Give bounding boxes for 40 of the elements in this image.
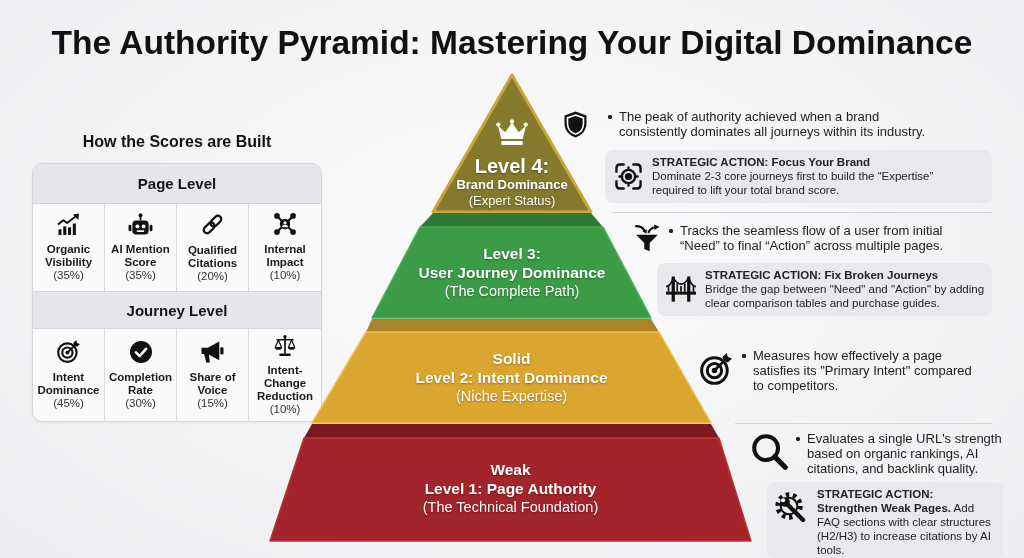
- metric-weight: (20%): [197, 269, 228, 283]
- metric-name: Internal Impact: [263, 243, 307, 269]
- metric-weight: (10%): [269, 402, 301, 416]
- metric-weight: (35%): [53, 269, 84, 282]
- metric-name: Intent-Change Reduction: [255, 363, 315, 403]
- metric-name: Share of Voice: [188, 370, 237, 397]
- page-title: The Authority Pyramid: Mastering Your Digital Dominance: [51, 24, 973, 62]
- level-title: Level 3:: [483, 244, 541, 263]
- metric-weight: (15%): [197, 396, 228, 410]
- level-subtitle: (Niche Expertise): [455, 387, 568, 406]
- metric-weight: (45%): [53, 397, 84, 410]
- action-card: [657, 263, 992, 316]
- level-subtitle: (The Technical Foundation): [422, 498, 599, 517]
- action-text: STRATEGIC ACTION: Strengthen Weak Pages. Add FAQ sections with clear structures (H2/H3) to increase citations by AI tools.: [817, 487, 992, 557]
- metric-weight: (30%): [125, 396, 156, 410]
- action-heading: STRATEGIC ACTION: Fix Broken Journeys: [705, 268, 940, 282]
- strength-rating: Solid: [492, 349, 531, 368]
- level-title: Level 4:: [474, 155, 550, 177]
- action-text: Bridge the gap between "Need" and "Action" by adding clear comparison tables and purchase guides.: [705, 282, 986, 310]
- metric-weight: (35%): [125, 269, 156, 282]
- level-subtitle: (Expert Status): [468, 193, 556, 208]
- level-subtitle: (The Complete Path): [444, 282, 580, 301]
- metric-weight: (10%): [269, 269, 301, 282]
- metric-name: Qualified Citations: [186, 243, 239, 270]
- action-heading: STRATEGIC ACTION: Focus Your Brand: [652, 155, 872, 169]
- section-header: Journey Level: [33, 291, 321, 329]
- section-heading: How the Scores are Built: [82, 132, 272, 152]
- level-title: Level 1: Page Authority: [424, 479, 597, 498]
- section-header: Page Level: [33, 164, 321, 204]
- action-card: [605, 150, 992, 203]
- strength-rating: Weak: [490, 460, 531, 479]
- action-card: [767, 482, 1003, 558]
- level-name: Brand Dominance: [456, 177, 568, 193]
- metric-name: Intent Dominance: [36, 371, 101, 397]
- metric-name: Completion Rate: [108, 370, 173, 397]
- metric-name: AI Mention Score: [110, 243, 171, 269]
- metric-name: Organic Visibility: [43, 243, 94, 269]
- level-name: User Journey Dominance: [418, 263, 606, 282]
- level-title: Level 2: Intent Dominance: [415, 368, 608, 387]
- action-text: Dominate 2-3 core journeys first to build the “Expertise” required to lift your total brand score.: [652, 169, 935, 197]
